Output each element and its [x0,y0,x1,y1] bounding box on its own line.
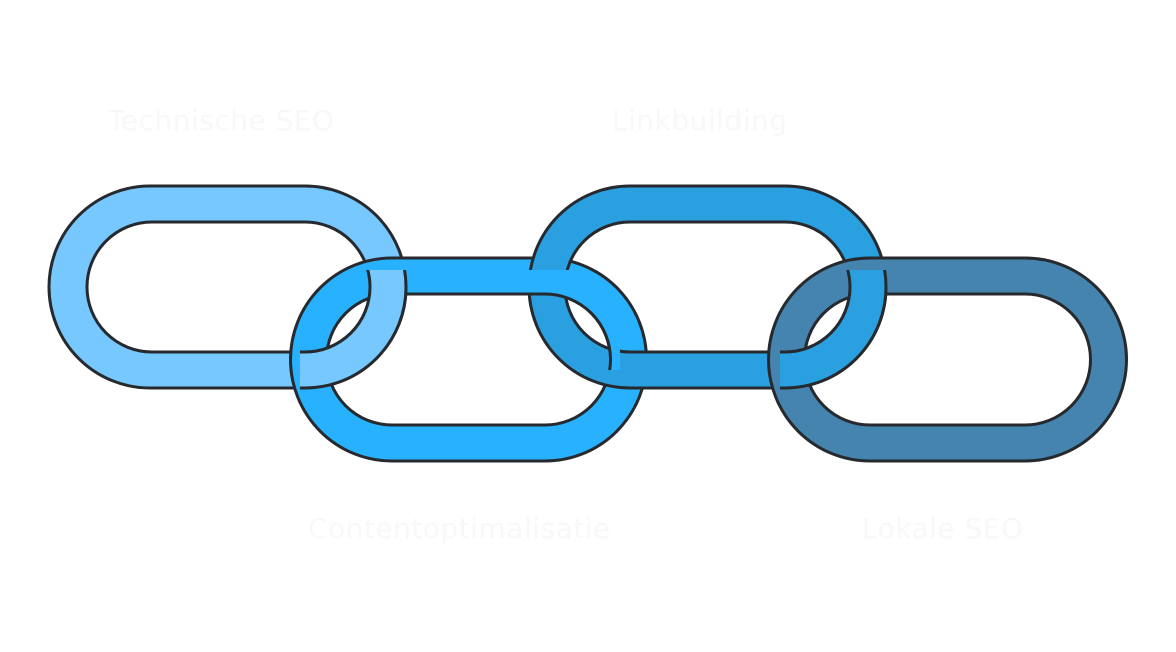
label-technische-seo: Technische SEO [108,104,335,137]
label-lokale-seo: Lokale SEO [862,512,1024,545]
label-contentoptimalisatie: Contentoptimalisatie [308,512,611,545]
chain-link-4 [767,256,1128,463]
label-linkbuilding: Linkbuilding [612,104,788,137]
chain-link-4-shape [767,256,1128,463]
